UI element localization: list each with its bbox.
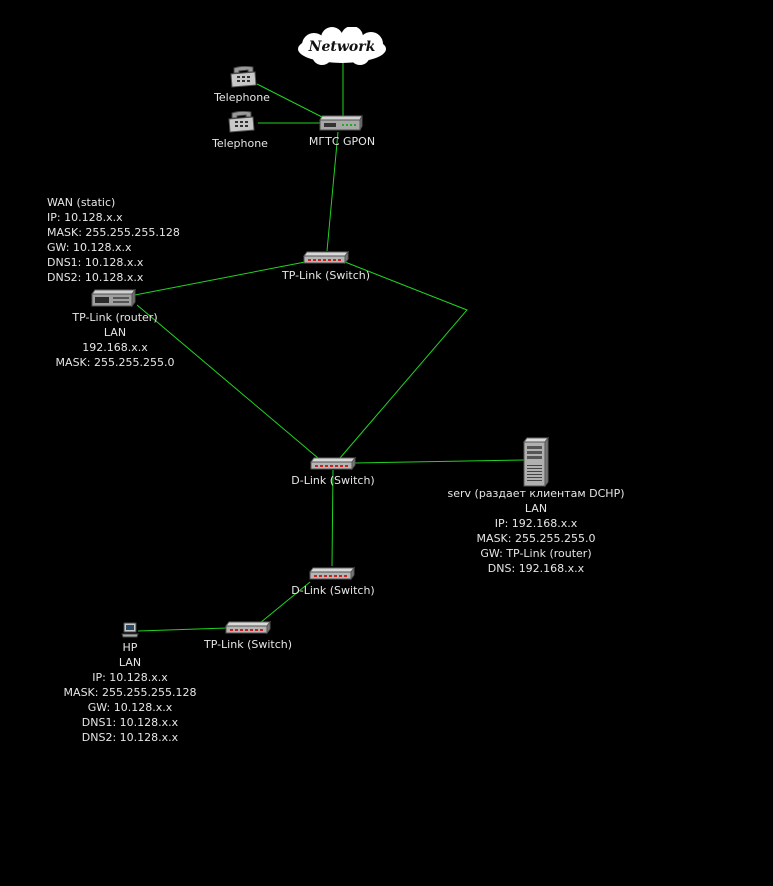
- server-name: serv (раздает клиентам DCHP): [447, 487, 625, 500]
- server-ip: IP: 192.168.x.x: [494, 517, 578, 530]
- router-ip: 192.168.x.x: [82, 341, 148, 354]
- link-tpswitch-dlink1-loop: [339, 261, 468, 459]
- server-gw: GW: TP-Link (router): [480, 547, 592, 560]
- tplink-switch-bottom-label: TP-Link (Switch): [203, 638, 293, 651]
- tplink-router-info: TP-Link (router) LAN 192.168.x.x MASK: 2…: [56, 310, 175, 370]
- wan-title: WAN (static): [47, 196, 116, 209]
- server-icon: [523, 436, 549, 488]
- modem-icon: [319, 115, 363, 131]
- hp-dns2: DNS2: 10.128.x.x: [81, 731, 179, 744]
- dlink-switch-1-label: D-Link (Switch): [291, 474, 375, 487]
- telephone-icon: [228, 110, 255, 133]
- server[interactable]: [521, 436, 551, 488]
- link-lines: [134, 62, 525, 632]
- cloud-label: Network: [308, 39, 376, 55]
- router-name: TP-Link (router): [72, 311, 158, 324]
- link-dlink1-server: [354, 459, 525, 464]
- server-mask: MASK: 255.255.255.0: [476, 532, 596, 545]
- hp-info: HP LAN IP: 10.128.x.x MASK: 255.255.255.…: [64, 640, 197, 745]
- telephone-2-label: Telephone: [212, 137, 268, 150]
- link-phone1-gpon: [256, 83, 323, 118]
- hp-dns1: DNS1: 10.128.x.x: [81, 716, 179, 729]
- hp-mask: MASK: 255.255.255.128: [63, 686, 197, 699]
- wan-ip: IP: 10.128.x.x: [47, 211, 123, 224]
- switch-icon: [225, 620, 271, 635]
- computer-icon: [121, 622, 139, 638]
- telephone-icon: [230, 65, 257, 88]
- cloud-icon: [298, 27, 386, 65]
- server-dns: DNS: 192.168.x.x: [487, 562, 585, 575]
- gpon-modem[interactable]: [318, 114, 364, 132]
- tplink-router[interactable]: [91, 288, 137, 308]
- router-icon: [91, 288, 136, 308]
- server-info: serv (раздает клиентам DCHP) LAN IP: 192…: [448, 486, 625, 576]
- network-cloud[interactable]: Network: [292, 27, 392, 67]
- link-router-dlink1: [136, 304, 319, 459]
- hp-ip: IP: 10.128.x.x: [92, 671, 168, 684]
- dlink-switch-2-label: D-Link (Switch): [291, 584, 375, 597]
- telephone-1[interactable]: [229, 65, 257, 88]
- telephone-2[interactable]: [227, 110, 255, 133]
- gpon-label: МГТС GPON: [308, 135, 376, 148]
- wan-dns2: DNS2: 10.128.x.x: [47, 271, 144, 284]
- link-tpswitch-bottom-hp: [137, 627, 228, 632]
- tplink-switch-bottom[interactable]: [224, 620, 272, 635]
- link-dlink2-tpswitch-bottom: [259, 581, 311, 624]
- link-gpon-tpswitch: [326, 131, 339, 252]
- telephone-1-label: Telephone: [214, 91, 270, 104]
- hp-computer[interactable]: [121, 622, 139, 638]
- tplink-switch-top[interactable]: [302, 250, 350, 265]
- server-lan: LAN: [524, 502, 548, 515]
- wan-gw: GW: 10.128.x.x: [47, 241, 132, 254]
- hp-name: HP: [122, 641, 138, 654]
- router-mask: MASK: 255.255.255.0: [55, 356, 175, 369]
- switch-icon: [303, 250, 349, 265]
- wan-mask: MASK: 255.255.255.128: [47, 226, 180, 239]
- link-router-tpswitch: [134, 261, 306, 296]
- hp-lan: LAN: [118, 656, 142, 669]
- wan-dns1: DNS1: 10.128.x.x: [47, 256, 144, 269]
- switch-icon: [309, 566, 355, 581]
- switch-icon: [310, 456, 356, 471]
- tplink-switch-top-label: TP-Link (Switch): [281, 269, 371, 282]
- link-dlink1-dlink2: [331, 469, 334, 567]
- wan-info: WAN (static) IP: 10.128.x.x MASK: 255.25…: [47, 195, 180, 285]
- hp-gw: GW: 10.128.x.x: [87, 701, 173, 714]
- router-lan: LAN: [103, 326, 127, 339]
- dlink-switch-1[interactable]: [309, 456, 357, 471]
- dlink-switch-2[interactable]: [308, 566, 356, 581]
